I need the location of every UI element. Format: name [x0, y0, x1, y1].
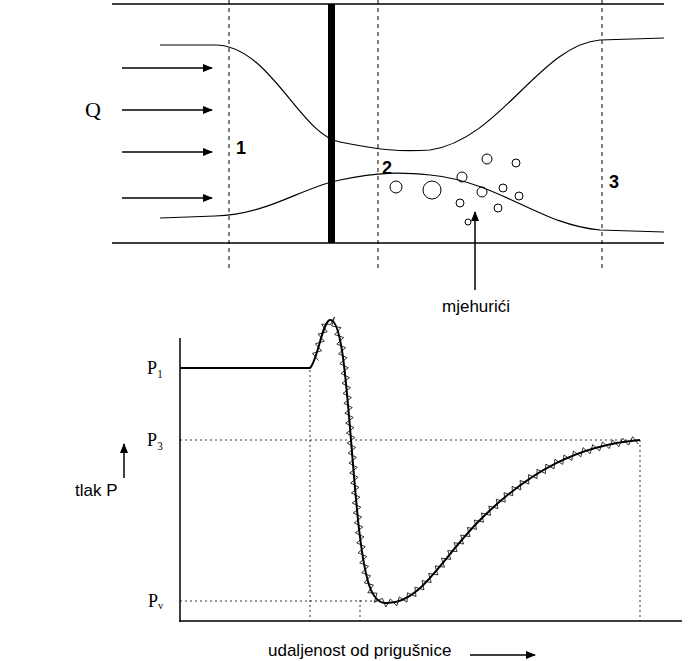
x-axis [179, 620, 682, 622]
flow-label: Q [85, 99, 101, 121]
flow-boundary [160, 38, 664, 151]
section-number: 1 [236, 139, 246, 157]
pressure-curve [180, 320, 640, 603]
flow-boundary [160, 173, 664, 232]
axis-arrow [470, 654, 535, 656]
axis-arrow [123, 444, 125, 478]
pipe-wall [112, 242, 664, 244]
bubbles [390, 154, 523, 225]
section-line [602, 0, 603, 272]
section-line [229, 0, 230, 272]
axis-label: tlak P [75, 482, 118, 499]
flow-arrow [122, 67, 212, 69]
orifice-plate [328, 4, 335, 243]
section-number: 3 [609, 173, 619, 191]
axis-label: udaljenost od prigušnice [266, 642, 453, 659]
leader-arrow [474, 212, 476, 290]
section-line [378, 0, 379, 272]
pipe-wall [112, 3, 664, 5]
pressure-fluctuation [313, 317, 639, 607]
guide-lines [180, 370, 640, 621]
flow-arrow [122, 109, 212, 111]
flow-arrow [122, 151, 212, 153]
bubble-label: mjehurići [442, 298, 510, 315]
y-axis [179, 338, 181, 622]
section-number: 2 [382, 159, 392, 177]
pressure-level: P₁ [147, 359, 163, 377]
pressure-level: P₃ [147, 431, 163, 449]
pressure-level: Pᵥ [148, 592, 163, 610]
flow-arrow [122, 197, 212, 199]
